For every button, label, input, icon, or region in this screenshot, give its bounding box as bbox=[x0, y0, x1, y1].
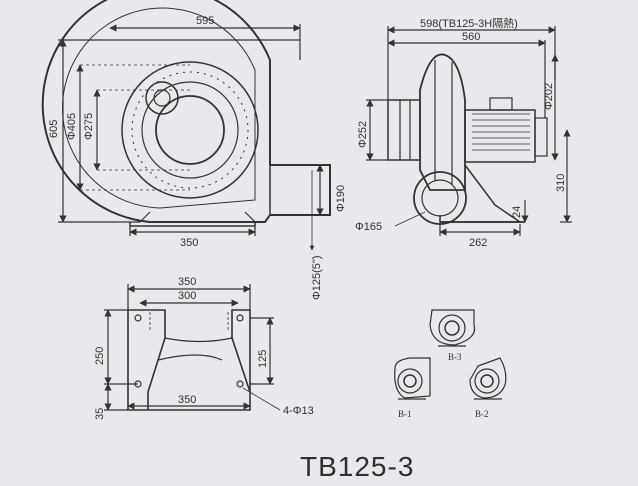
dim-base-height: 250 bbox=[94, 347, 106, 365]
dim-overall: 598(TB125-3H隔熱) bbox=[420, 17, 518, 30]
dim-inner-dia: Φ275 bbox=[83, 113, 95, 140]
inlet-ring-outer bbox=[121, 61, 259, 199]
dim-outlet-pipe: Φ125(5") bbox=[311, 256, 323, 300]
base-top-slot bbox=[149, 310, 229, 330]
label-b3: B-3 bbox=[448, 352, 462, 362]
mount-hole bbox=[236, 314, 244, 322]
dim-base-slot: 125 bbox=[257, 350, 269, 368]
dim-length: 560 bbox=[462, 31, 480, 43]
label-b1: B-1 bbox=[398, 409, 412, 419]
mount-hole bbox=[236, 380, 244, 388]
variant-labels: B-3 B-1 B-2 bbox=[398, 352, 489, 419]
front-view bbox=[41, 0, 331, 251]
mount-hole bbox=[134, 314, 142, 322]
dim-base-outer: 350 bbox=[178, 276, 196, 288]
side-view bbox=[366, 26, 572, 236]
inlet-ring-mid bbox=[141, 81, 239, 179]
dim-foot: 24 bbox=[511, 206, 523, 218]
dim-holes: 4-Φ13 bbox=[283, 405, 314, 417]
bolt-ring bbox=[131, 71, 249, 189]
base-arch bbox=[157, 337, 233, 361]
inlet-ring-inner bbox=[155, 95, 225, 165]
motor-boss bbox=[145, 81, 179, 115]
dim-housing-dia: Φ252 bbox=[357, 121, 369, 148]
motor-boss-inner bbox=[153, 89, 171, 107]
dim-base-bottom: 350 bbox=[178, 394, 196, 406]
dim-base-offset: 35 bbox=[94, 408, 106, 420]
side-housing bbox=[419, 53, 466, 191]
dim-outlet: Φ190 bbox=[335, 185, 347, 212]
variant-b2 bbox=[469, 357, 507, 400]
dim-width: 595 bbox=[196, 15, 214, 27]
motor-endcap bbox=[534, 117, 548, 157]
dim-motor-dia: Φ202 bbox=[543, 83, 555, 110]
front-labels: 595 605 Φ405 Φ275 350 Φ190 Φ125(5") bbox=[48, 15, 347, 300]
base-labels: 350 300 250 125 350 35 4-Φ13 bbox=[94, 276, 314, 420]
dim-side-height: 310 bbox=[555, 174, 567, 192]
base-view bbox=[104, 284, 281, 411]
side-flange bbox=[387, 99, 421, 161]
motor-body bbox=[464, 109, 536, 163]
inlet-pipe-inner bbox=[421, 179, 459, 217]
model-title: TB125-3 bbox=[300, 451, 414, 482]
dim-inlet: Φ165 bbox=[355, 221, 382, 233]
terminal-box bbox=[489, 97, 513, 111]
front-base bbox=[129, 222, 256, 227]
label-b2: B-2 bbox=[475, 409, 489, 419]
dim-outer-dia: Φ405 bbox=[66, 113, 78, 140]
dim-side-base: 262 bbox=[469, 237, 487, 249]
variant-b3 bbox=[429, 309, 476, 347]
outlet-duct bbox=[269, 164, 331, 216]
scroll-housing bbox=[41, 0, 331, 223]
scroll-inner bbox=[62, 7, 256, 209]
variant-b1 bbox=[394, 357, 431, 400]
dim-front-base: 350 bbox=[180, 237, 198, 249]
dim-height: 605 bbox=[48, 120, 60, 138]
dim-base-inner: 300 bbox=[178, 290, 196, 302]
side-labels: 598(TB125-3H隔熱) 560 Φ202 Φ252 310 24 Φ16… bbox=[355, 17, 567, 249]
